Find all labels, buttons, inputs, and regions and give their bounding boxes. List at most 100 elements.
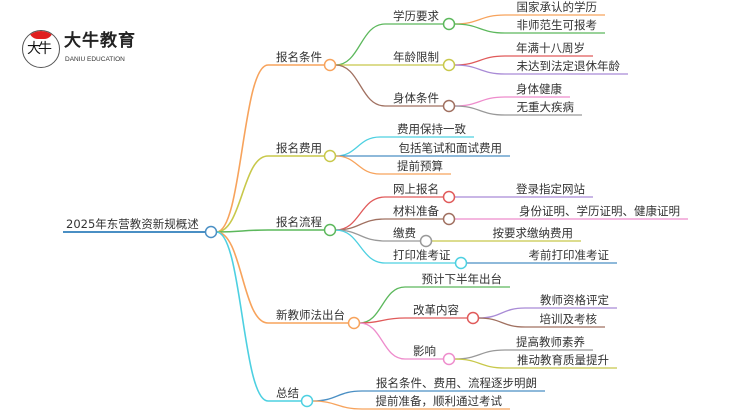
topic-node[interactable]: 身体条件 xyxy=(393,91,456,113)
collapse-toggle[interactable] xyxy=(442,212,456,226)
node-label: 影响 xyxy=(413,344,436,358)
node-label: 学历要求 xyxy=(393,9,439,23)
logo-subtitle: DANIU EDUCATION xyxy=(65,56,125,63)
leaf-node[interactable]: 国家承认的学历 xyxy=(517,0,598,14)
connector-line xyxy=(216,64,330,233)
logo-mark: 大牛 xyxy=(22,30,60,68)
connector-line xyxy=(312,390,545,402)
connector-line xyxy=(454,105,582,116)
connector-line xyxy=(359,322,449,360)
collapse-toggle[interactable] xyxy=(442,190,456,204)
connector-line xyxy=(335,136,474,157)
node-label: 总结 xyxy=(276,386,299,400)
logo-name: 大牛教育 xyxy=(64,31,136,51)
collapse-toggle[interactable] xyxy=(442,17,456,31)
node-label: 包括笔试和面试费用 xyxy=(399,141,503,155)
leaf-node[interactable]: 推动教育质量提升 xyxy=(517,353,609,367)
leaf-node[interactable]: 提前准备，顺利通过考试 xyxy=(376,394,503,408)
leaf-node[interactable]: 提高教师素养 xyxy=(516,335,585,349)
node-label: 考前打印准考证 xyxy=(529,248,610,262)
node-label: 年满十八周岁 xyxy=(516,41,585,55)
leaf-node[interactable]: 无重大疾病 xyxy=(517,100,575,114)
node-label: 提前准备，顺利通过考试 xyxy=(376,394,503,408)
leaf-node[interactable]: 培训及考核 xyxy=(540,312,598,326)
topic-node[interactable]: 材料准备 xyxy=(393,204,456,226)
node-label: 费用保持一致 xyxy=(397,122,466,136)
connector-line xyxy=(216,229,330,233)
leaf-node[interactable]: 预计下半年出台 xyxy=(422,272,503,286)
topic-node[interactable]: 网上报名 xyxy=(393,182,456,204)
connector-line xyxy=(454,23,605,34)
topic-node[interactable]: 年龄限制 xyxy=(393,50,456,72)
connector-line xyxy=(454,349,593,360)
node-label: 按要求缴纳费用 xyxy=(493,226,574,240)
node-label: 登录指定网站 xyxy=(516,182,585,196)
node-label: 预计下半年出台 xyxy=(422,272,503,286)
root-label: 2025年东营教资新规概述 xyxy=(66,217,199,231)
topic-node[interactable]: 打印准考证 xyxy=(393,248,468,270)
leaf-node[interactable]: 包括笔试和面试费用 xyxy=(399,141,503,155)
node-label: 报名条件、费用、流程逐步明朗 xyxy=(376,376,537,390)
node-label: 打印准考证 xyxy=(393,248,451,262)
collapse-toggle[interactable] xyxy=(442,99,456,113)
logo: 大牛 大牛教育 DANIU EDUCATION xyxy=(22,26,142,74)
collapse-toggle[interactable] xyxy=(442,58,456,72)
connector-line xyxy=(454,14,605,25)
connector-line xyxy=(312,400,510,410)
leaf-node[interactable]: 身体健康 xyxy=(516,82,562,96)
leaf-node[interactable]: 年满十八周岁 xyxy=(516,41,585,55)
collapse-toggle[interactable] xyxy=(466,311,480,325)
topic-node[interactable]: 改革内容 xyxy=(413,303,480,325)
connector-line xyxy=(335,218,449,231)
logo-red-cap xyxy=(29,31,53,39)
connector-line xyxy=(216,231,307,402)
collapse-toggle[interactable] xyxy=(419,234,433,248)
leaf-node[interactable]: 身份证明、学历证明、健康证明 xyxy=(519,204,680,218)
root-toggle[interactable] xyxy=(204,225,218,239)
topic-node[interactable]: 报名条件 xyxy=(276,50,337,72)
node-label: 新教师法出台 xyxy=(276,308,345,322)
connector-line xyxy=(216,231,354,324)
leaf-node[interactable]: 未达到法定退休年龄 xyxy=(517,59,621,73)
collapse-toggle[interactable] xyxy=(323,223,337,237)
node-label: 无重大疾病 xyxy=(517,100,575,114)
collapse-toggle[interactable] xyxy=(323,149,337,163)
connector-line xyxy=(359,317,473,324)
root-node[interactable]: 2025年东营教资新规概述 xyxy=(66,217,218,239)
topic-node[interactable]: 学历要求 xyxy=(393,9,456,31)
connector-line xyxy=(335,23,449,66)
leaf-node[interactable]: 非师范生可报考 xyxy=(517,18,598,32)
leaf-node[interactable]: 提前预算 xyxy=(397,159,443,173)
topic-node[interactable]: 缴费 xyxy=(393,226,433,248)
leaf-node[interactable]: 按要求缴纳费用 xyxy=(493,226,574,240)
collapse-toggle[interactable] xyxy=(300,394,314,408)
connector-line xyxy=(478,307,617,319)
node-label: 教师资格评定 xyxy=(540,293,609,307)
node-label: 未达到法定退休年龄 xyxy=(517,59,621,73)
collapse-toggle[interactable] xyxy=(442,352,456,366)
topic-node[interactable]: 报名流程 xyxy=(276,215,337,237)
node-label: 材料准备 xyxy=(393,204,439,218)
topic-node[interactable]: 报名费用 xyxy=(276,141,337,163)
leaf-node[interactable]: 教师资格评定 xyxy=(540,293,609,307)
leaf-node[interactable]: 考前打印准考证 xyxy=(529,248,610,262)
leaf-node[interactable]: 报名条件、费用、流程逐步明朗 xyxy=(376,376,537,390)
collapse-toggle[interactable] xyxy=(323,58,337,72)
leaf-node[interactable]: 费用保持一致 xyxy=(397,122,466,136)
connector-line xyxy=(454,55,593,66)
connector-line xyxy=(454,358,617,369)
node-label: 身体条件 xyxy=(393,91,439,105)
node-label: 培训及考核 xyxy=(540,312,598,326)
topic-node[interactable]: 新教师法出台 xyxy=(276,308,361,330)
topic-node[interactable]: 总结 xyxy=(276,386,314,408)
collapse-toggle[interactable] xyxy=(454,256,468,270)
topic-node[interactable]: 影响 xyxy=(413,344,456,366)
collapse-toggle[interactable] xyxy=(347,316,361,330)
node-label: 国家承认的学历 xyxy=(517,0,598,14)
leaf-node[interactable]: 登录指定网站 xyxy=(516,182,585,196)
node-label: 提高教师素养 xyxy=(516,335,585,349)
branch-lines xyxy=(63,14,688,410)
node-label: 改革内容 xyxy=(413,303,459,317)
node-label: 推动教育质量提升 xyxy=(517,353,609,367)
node-label: 报名费用 xyxy=(276,141,322,155)
